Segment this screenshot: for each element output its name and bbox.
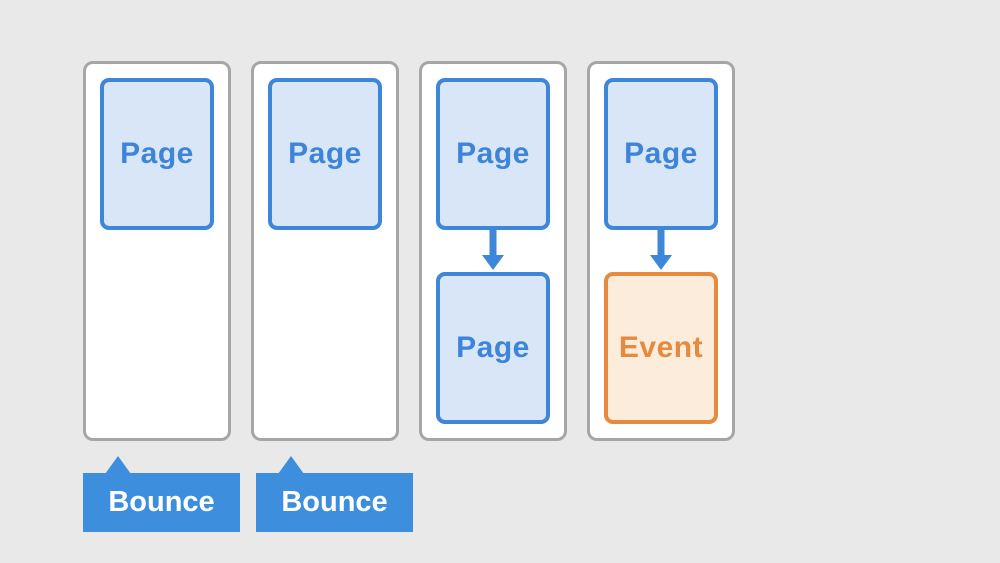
- session-column-2: Page: [251, 61, 399, 441]
- callout-pointer-icon: [105, 456, 131, 474]
- page-box-label: Page: [288, 137, 362, 170]
- page-box-label: Page: [456, 137, 530, 170]
- page-box-label: Page: [624, 137, 698, 170]
- page-box: Page: [268, 78, 382, 230]
- down-arrow-icon: [650, 230, 672, 270]
- page-box: Page: [604, 78, 718, 230]
- down-arrow-icon: [482, 230, 504, 270]
- session-column-3: Page Page: [419, 61, 567, 441]
- page-box-label: Page: [456, 331, 530, 364]
- page-box: Page: [436, 78, 550, 230]
- page-box: Page: [100, 78, 214, 230]
- bounce-callout: Bounce: [256, 456, 413, 532]
- event-box: Event: [604, 272, 718, 424]
- page-box-label: Page: [120, 137, 194, 170]
- bounce-callout-label: Bounce: [108, 486, 215, 518]
- page-box: Page: [436, 272, 550, 424]
- callout-pointer-icon: [278, 456, 304, 474]
- bounce-callout: Bounce: [83, 456, 240, 532]
- bounce-callout-label: Bounce: [281, 486, 388, 518]
- session-column-1: Page: [83, 61, 231, 441]
- session-column-4: Page Event: [587, 61, 735, 441]
- event-box-label: Event: [618, 331, 704, 364]
